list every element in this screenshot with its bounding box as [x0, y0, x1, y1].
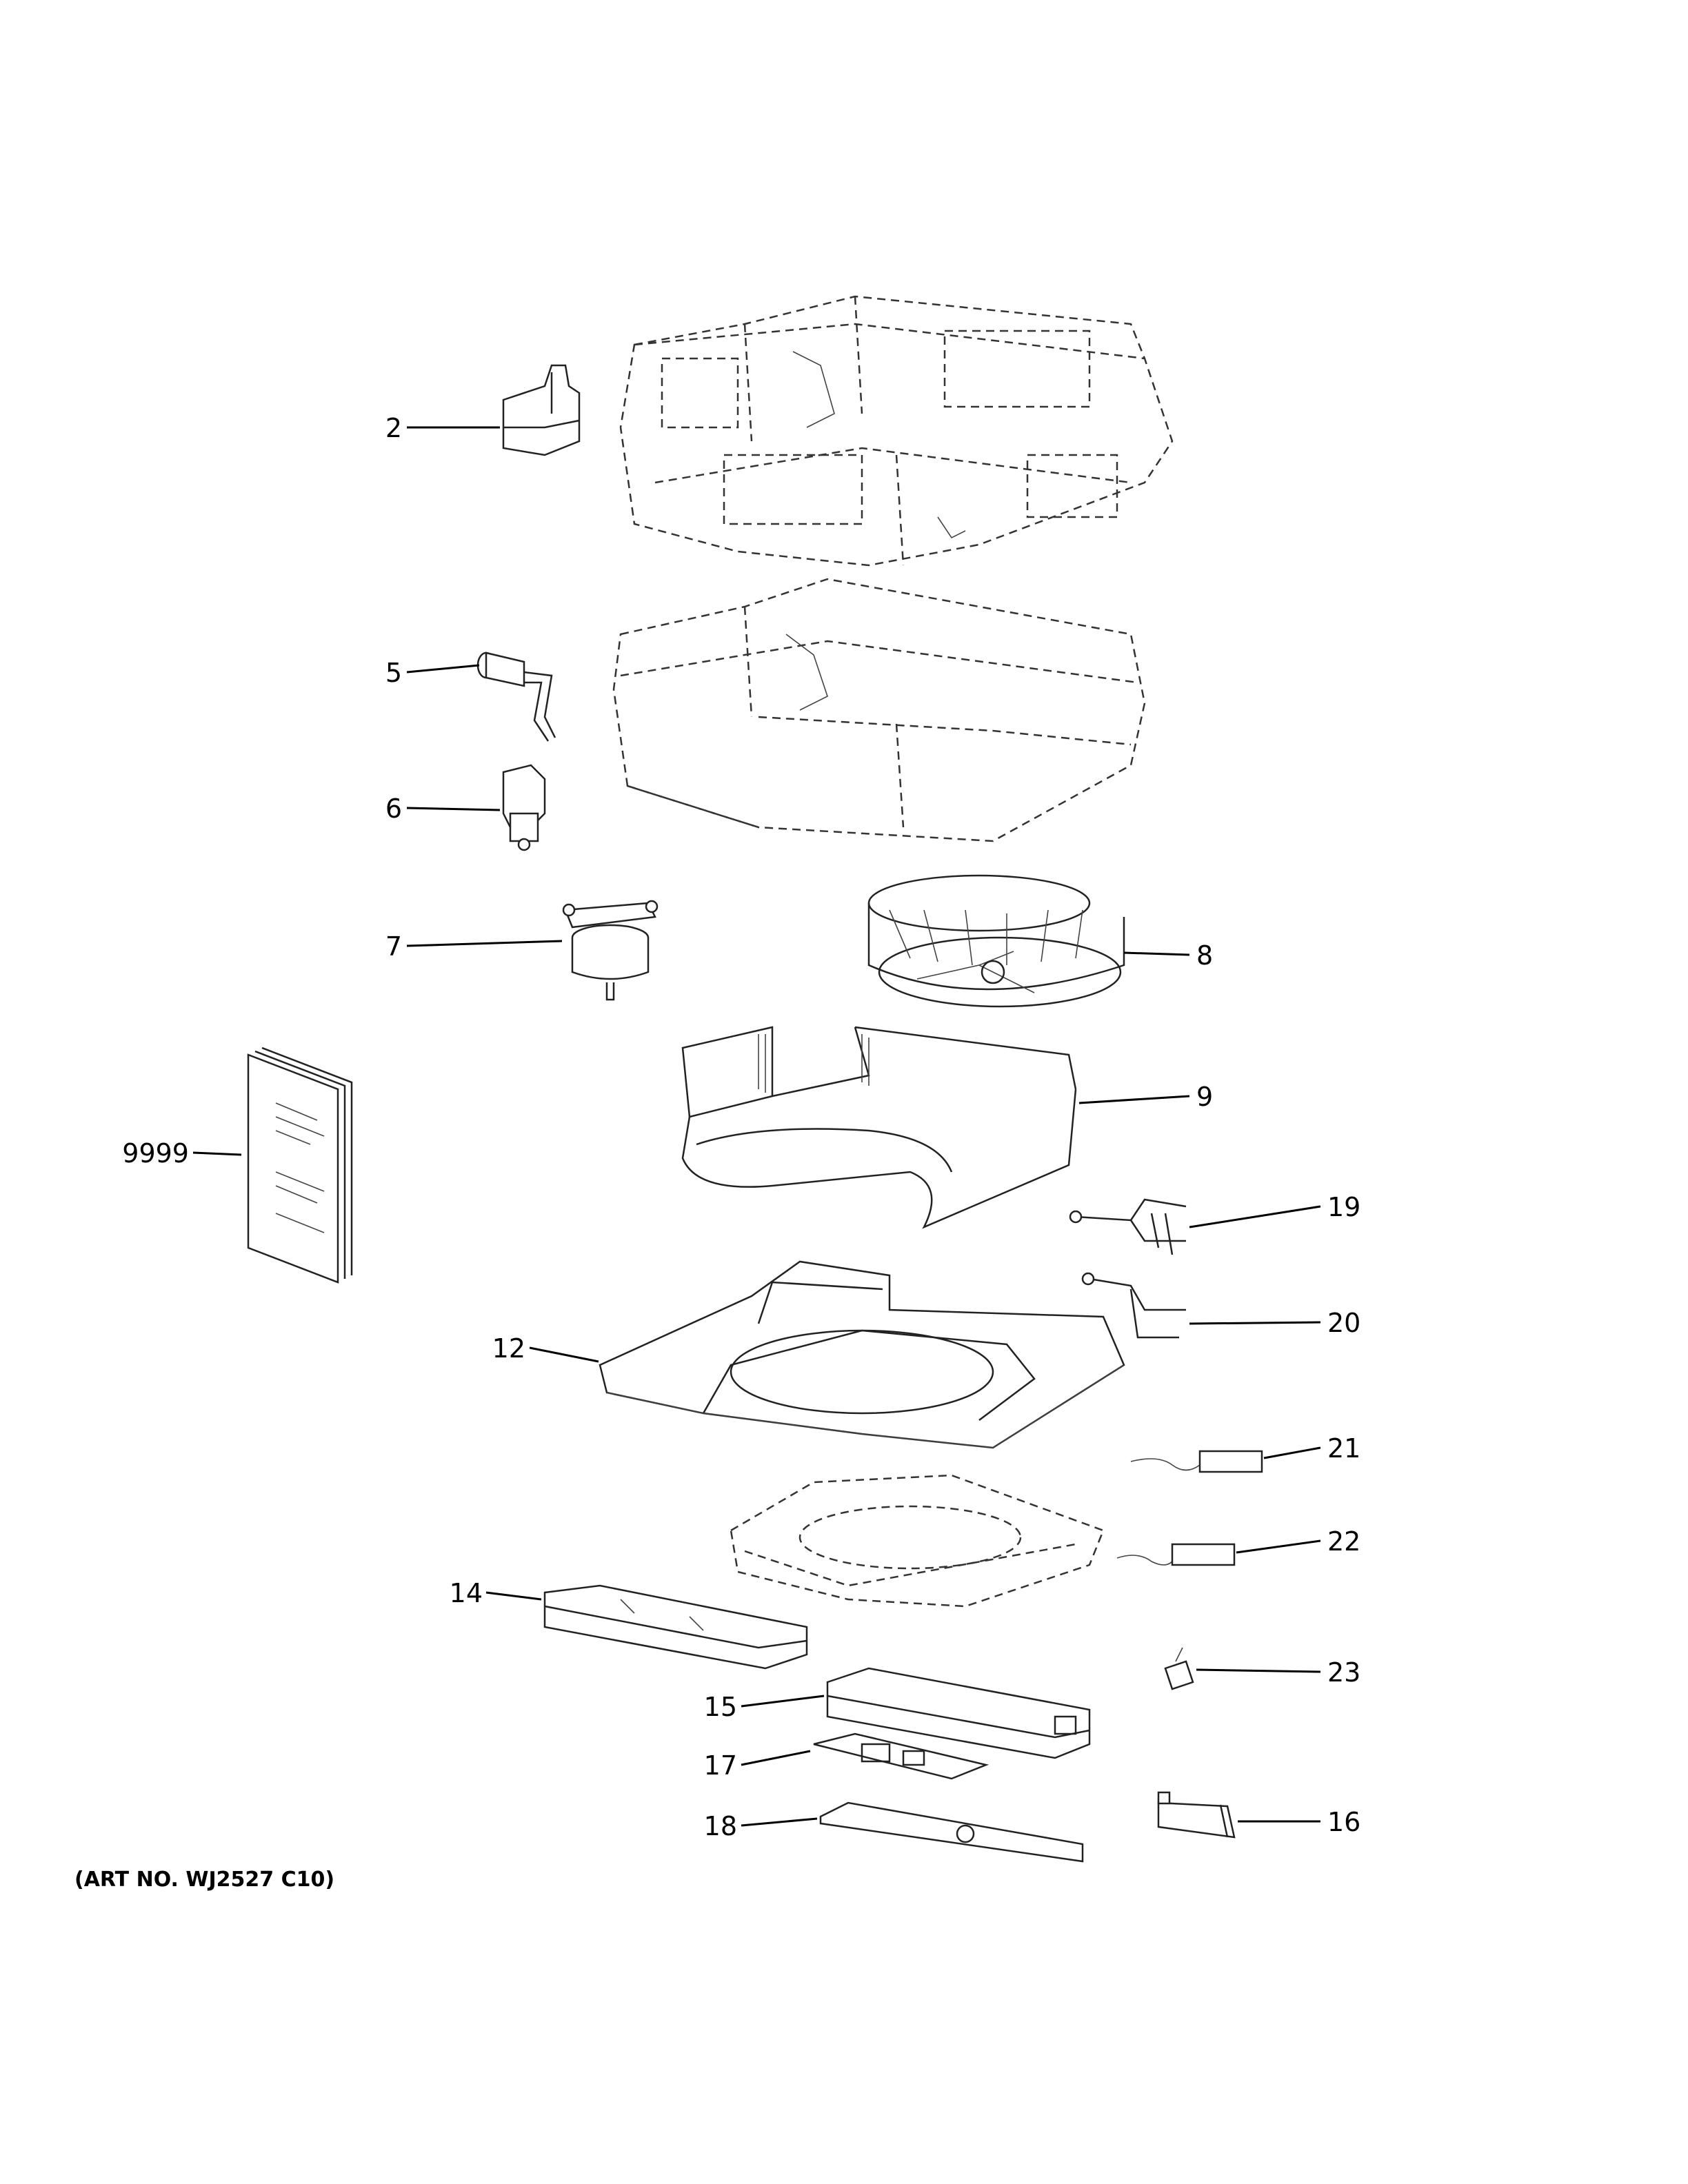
- leader-12: [529, 1346, 599, 1363]
- callout-17: 17: [704, 1750, 737, 1781]
- leader-7: [406, 940, 563, 947]
- callout-22: 22: [1327, 1526, 1360, 1557]
- part-2-bracket: [502, 364, 581, 456]
- part-18-cover-plate: [819, 1801, 1084, 1863]
- callout-19: 19: [1327, 1192, 1360, 1222]
- leader-lines: [192, 426, 1321, 1827]
- part-8-blower-wheel: [867, 874, 1125, 1008]
- callout-21: 21: [1327, 1433, 1360, 1464]
- callout-15: 15: [704, 1692, 737, 1722]
- callout-2: 2: [385, 413, 402, 443]
- leader-5: [406, 664, 480, 674]
- callout-9: 9: [1196, 1082, 1213, 1112]
- callout-23: 23: [1327, 1657, 1360, 1688]
- leader-21: [1263, 1446, 1321, 1459]
- callout-5: 5: [385, 658, 402, 688]
- callout-18: 18: [704, 1811, 737, 1841]
- leader-22: [1236, 1539, 1321, 1554]
- part-14-control-box: [543, 1584, 808, 1670]
- leader-23: [1196, 1668, 1321, 1673]
- leader-20: [1189, 1321, 1321, 1325]
- part-15-control-box-cover: [826, 1667, 1091, 1759]
- part-6-drain-pump: [502, 764, 546, 851]
- callout-labels: 2 5 6 7 8 9 9999 19 20 12 21 22 14 23 15…: [122, 413, 1360, 1841]
- art-number: (ART NO. WJ2527 C10): [74, 1868, 334, 1892]
- part-19-refrigerant-tube: [1069, 1198, 1187, 1255]
- callout-8: 8: [1196, 940, 1213, 971]
- callout-16: 16: [1327, 1807, 1360, 1837]
- part-5-drain-hose: [476, 651, 556, 742]
- leader-18: [741, 1817, 818, 1827]
- leader-14: [485, 1591, 542, 1601]
- callout-14: 14: [450, 1578, 483, 1608]
- leader-15: [741, 1695, 825, 1708]
- part-16-module: [1157, 1791, 1236, 1839]
- part-9-evaporator-coil: [681, 1026, 1077, 1229]
- callout-7: 7: [385, 931, 402, 962]
- callout-9999: 9999: [122, 1138, 189, 1169]
- part-7-fan-motor: [562, 900, 659, 1001]
- leader-19: [1189, 1205, 1321, 1228]
- leader-6: [406, 807, 501, 811]
- callout-20: 20: [1327, 1308, 1360, 1338]
- part-12-base-pan: [599, 1260, 1125, 1449]
- drain-pan-housing-outline: [612, 578, 1146, 842]
- part-23-connector: [1164, 1647, 1194, 1690]
- part-20-refrigerant-tube: [1081, 1272, 1186, 1339]
- part-9999-manual: [247, 1046, 353, 1284]
- leader-9999: [192, 1151, 242, 1156]
- part-21-sensor: [1130, 1450, 1263, 1473]
- leader-8: [1123, 951, 1190, 956]
- leader-17: [741, 1750, 811, 1766]
- chassis-housing-outline: [619, 295, 1174, 567]
- control-frame-outline: [730, 1474, 1105, 1608]
- callout-12: 12: [492, 1333, 525, 1364]
- part-22-sensor: [1116, 1543, 1236, 1566]
- leader-9: [1078, 1095, 1190, 1104]
- callout-6: 6: [385, 793, 402, 824]
- part-17-pcb: [813, 1732, 989, 1780]
